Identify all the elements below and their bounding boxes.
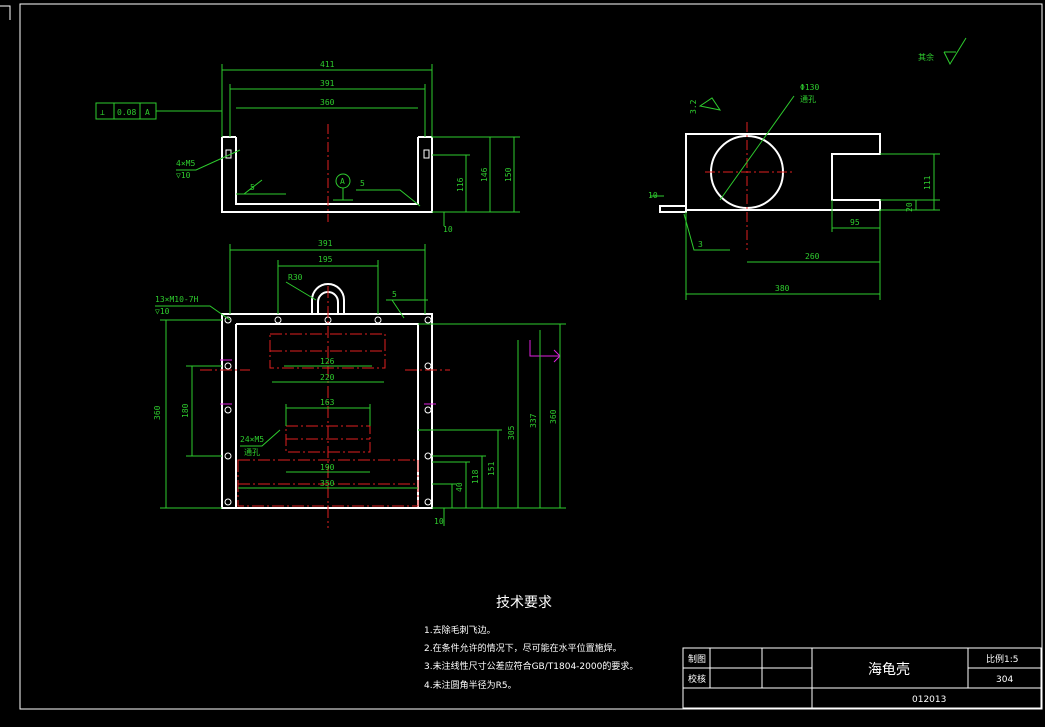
weld-right: 5 [360, 179, 365, 188]
hole-depth-m10: ▽10 [155, 307, 170, 316]
tech-item-2: 2.在条件允许的情况下，尽可能在水平位置施焊。 [424, 642, 622, 654]
title-checked-label: 校核 [688, 673, 706, 685]
dim-146: 146 [480, 167, 489, 182]
dim-360-right: 360 [549, 409, 558, 424]
hole-spec: 4×M5 [176, 159, 195, 168]
dim-391-plan: 391 [318, 239, 333, 248]
hole-depth: ▽10 [176, 171, 191, 180]
dim-180: 180 [181, 403, 190, 418]
weld-3: 3 [698, 240, 703, 249]
dim-220: 220 [320, 373, 335, 382]
roughness-value: 3.2 [689, 99, 698, 114]
dim-260: 260 [805, 252, 820, 261]
dim-10-plan: 10 [434, 517, 444, 526]
title-drawn-label: 制图 [688, 653, 706, 665]
dim-10-thickness: 10 [648, 191, 658, 200]
dim-95: 95 [850, 218, 860, 227]
tech-item-1: 1.去除毛刺飞边。 [424, 624, 496, 636]
dim-116: 116 [456, 177, 465, 192]
surface-finish-label: 其余 [918, 52, 934, 62]
tech-requirements-title: 技术要求 [496, 595, 552, 611]
title-part-name: 海龟壳 [868, 661, 910, 678]
dim-10-base: 10 [443, 225, 453, 234]
dim-126: 126 [320, 357, 335, 366]
top-view: 411 391 360 116 146 150 10 ⊥ 0.08 A 4×M5… [95, 60, 520, 234]
drawing-border [19, 3, 1043, 710]
dim-360-plan: 360 [153, 405, 162, 420]
plan-view: 391 195 R30 5 13×M10-7H ▽10 126 220 163 … [153, 239, 566, 528]
weld-5-plan: 5 [392, 290, 397, 299]
tech-item-3: 3.未注线性尺寸公差应符合GB/T1804-2000的要求。 [424, 660, 638, 672]
weld-left: 5 [250, 183, 255, 192]
dim-337: 337 [529, 413, 538, 428]
title-scale: 比例1:5 [986, 653, 1019, 665]
dim-195: 195 [318, 255, 333, 264]
tech-item-4: 4.未注圆角半径为R5。 [424, 679, 517, 691]
dim-151: 151 [487, 461, 496, 476]
tolerance-value: 0.08 [117, 108, 136, 117]
dim-163: 163 [320, 398, 335, 407]
dim-411: 411 [320, 60, 335, 69]
tolerance-symbol-icon: ⊥ [100, 108, 105, 117]
title-material: 304 [996, 675, 1013, 685]
dim-391: 391 [320, 79, 335, 88]
hole-diameter: Φ130 [800, 83, 819, 92]
surface-finish-icon [943, 37, 967, 66]
side-view: Φ130 通孔 3.2 10 111 20 95 260 380 3 [648, 83, 940, 300]
dim-20: 20 [905, 202, 914, 212]
dim-40: 40 [455, 482, 464, 492]
dim-350: 350 [320, 479, 335, 488]
tolerance-datum: A [145, 108, 150, 117]
tech-requirements: 技术要求 1.去除毛刺飞边。 2.在条件允许的情况下，尽可能在水平位置施焊。 3… [424, 595, 638, 691]
title-block [682, 647, 1042, 709]
hole-through-note: 通孔 [800, 94, 816, 104]
dim-150: 150 [504, 167, 513, 182]
dim-380: 380 [775, 284, 790, 293]
corner-mark [0, 5, 11, 20]
dim-305: 305 [507, 425, 516, 440]
dim-190: 190 [320, 463, 335, 472]
dim-360: 360 [320, 98, 335, 107]
datum-mark: A [340, 177, 345, 186]
title-drawing-no: 012013 [912, 695, 946, 705]
hole-note-m5: 通孔 [244, 447, 260, 457]
dim-118: 118 [471, 469, 480, 484]
dim-111: 111 [923, 175, 932, 190]
dim-r30: R30 [288, 273, 303, 282]
hole-spec-m10: 13×M10-7H [155, 295, 199, 304]
hole-spec-m5: 24×M5 [240, 435, 264, 444]
